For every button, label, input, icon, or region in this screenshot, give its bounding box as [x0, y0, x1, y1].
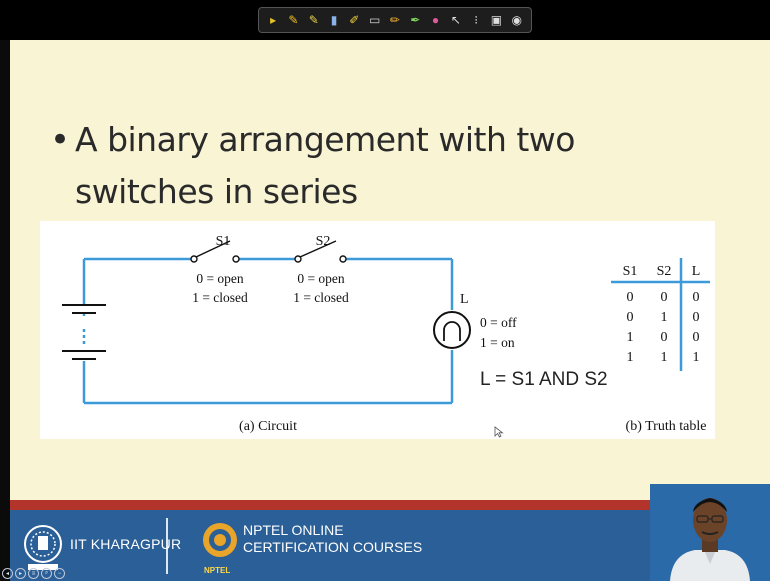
iit-kharagpur-text: IIT KHARAGPUR — [70, 536, 182, 552]
truth-table-cell: 1 — [627, 350, 634, 365]
s1-label: S1 — [216, 234, 231, 249]
footer-divider — [166, 518, 168, 574]
battery-symbol — [62, 304, 106, 360]
truth-table-header: S1 — [623, 264, 638, 279]
truth-table-cell: 1 — [661, 350, 668, 365]
mouse-cursor-icon — [494, 426, 504, 438]
switch-s2 — [294, 240, 347, 263]
s2-label: S2 — [316, 234, 331, 249]
nptel-logo-icon — [203, 523, 237, 557]
laser-icon[interactable]: ↖ — [450, 13, 461, 27]
truth-table-lines — [611, 258, 710, 371]
truth-table-cell: 0 — [661, 330, 668, 345]
truth-table-cell: 0 — [693, 310, 700, 325]
prev-slide-icon[interactable]: ◂ — [2, 568, 13, 579]
nptel-line-1: NPTEL ONLINE — [243, 522, 344, 538]
nptel-line-2: CERTIFICATION COURSES — [243, 539, 423, 555]
search-icon[interactable]: ⌕ — [41, 568, 52, 579]
presenter-webcam — [650, 484, 770, 581]
brush-icon[interactable]: ✒ — [410, 13, 421, 27]
screen-icon[interactable]: ▣ — [490, 13, 503, 27]
pen-icon-2[interactable]: ✎ — [308, 13, 319, 27]
iit-kharagpur-logo-icon — [24, 525, 62, 570]
bullet-point: • — [50, 120, 71, 160]
circuit-wires — [82, 257, 454, 405]
next-slide-icon[interactable]: ▸ — [15, 568, 26, 579]
highlighter-icon[interactable]: ✐ — [349, 13, 360, 27]
truth-table-cell: 0 — [693, 290, 700, 305]
lamp-symbol — [433, 311, 471, 349]
circuit-diagram: S1 S2 0 = open 1 = closed 0 = open 1 = c… — [62, 234, 710, 434]
truth-table-cell: 0 — [693, 330, 700, 345]
zoom-out-icon[interactable]: − — [54, 568, 65, 579]
truth-table-cell: 0 — [661, 290, 668, 305]
pen-icon[interactable]: ✎ — [288, 13, 299, 27]
switch-s1 — [190, 240, 240, 263]
truth-table-cell: 0 — [627, 290, 634, 305]
lamp-label: L — [460, 292, 469, 307]
truth-table-cell: 1 — [661, 310, 668, 325]
paint-icon[interactable]: ● — [431, 13, 440, 27]
pencil-icon[interactable]: ✏ — [389, 13, 400, 27]
nptel-small-label: NPTEL — [204, 566, 231, 575]
s2-closed-text: 1 = closed — [293, 290, 349, 305]
s2-open-text: 0 = open — [297, 271, 345, 286]
menu-icon[interactable]: ≡ — [28, 568, 39, 579]
caption-truth-table: (b) Truth table — [626, 419, 707, 434]
truth-table-cell: 1 — [693, 350, 700, 365]
truth-table: S1 S2 L 0 0 0 0 1 0 1 0 0 1 1 1 — [623, 264, 701, 365]
truth-table-cell: 1 — [627, 330, 634, 345]
footer-accent-bar — [10, 500, 770, 510]
s1-closed-text: 1 = closed — [192, 290, 248, 305]
truth-table-cell: 0 — [627, 310, 634, 325]
truth-table-header: S2 — [657, 264, 672, 279]
pointer-icon[interactable]: ▸ — [270, 13, 277, 27]
truth-table-header: L — [692, 264, 701, 279]
presenter-video-icon — [650, 484, 770, 581]
slide-nav-controls: ◂ ▸ ≡ ⌕ − — [2, 568, 65, 579]
lamp-on-text: 1 = on — [480, 335, 515, 350]
annotation-toolbar: ▸ ✎ ✎ ▮ ✐ ▭ ✏ ✒ ● ↖ ⁝ ▣ ◉ — [258, 7, 532, 33]
caption-circuit: (a) Circuit — [239, 419, 297, 434]
circle-icon[interactable]: ◉ — [511, 13, 522, 27]
circuit-figure: S1 S2 0 = open 1 = closed 0 = open 1 = c… — [40, 221, 715, 439]
logic-equation: L = S1 AND S2 — [480, 369, 608, 390]
marker-icon[interactable]: ▮ — [330, 13, 338, 27]
eraser-icon[interactable]: ▭ — [368, 13, 381, 27]
footer — [10, 510, 770, 581]
lamp-off-text: 0 = off — [480, 315, 517, 330]
s1-open-text: 0 = open — [196, 271, 244, 286]
bullet-text: A binary arrangement with two switches i… — [75, 120, 575, 211]
dots-icon[interactable]: ⁝ — [474, 13, 479, 27]
